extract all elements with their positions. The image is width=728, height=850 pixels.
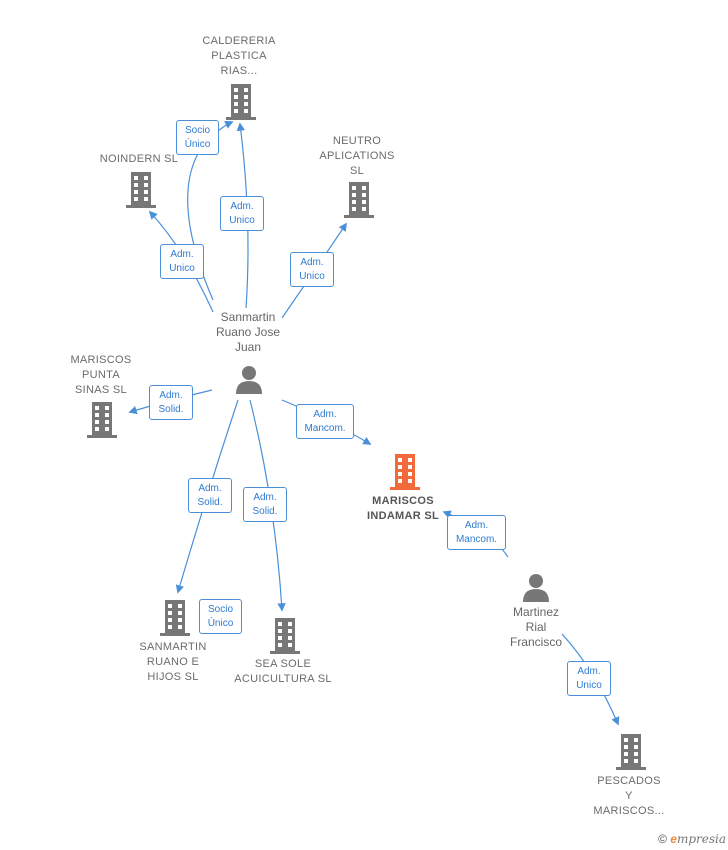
node-label-pescados[interactable]: PESCADOS Y MARISCOS... (593, 775, 665, 817)
edge-tag-adm-indamar-sanmartin: Adm. Mancom. (296, 404, 354, 439)
node-label-noindern[interactable]: NOINDERN SL (99, 153, 179, 165)
brand-initial: e (670, 832, 677, 846)
edge-tag-adm-neutro: Adm. Unico (290, 252, 334, 287)
building-icon-neutro[interactable] (344, 182, 374, 218)
edge-tag-adm-pescados: Adm. Unico (567, 661, 611, 696)
node-label-neutro[interactable]: NEUTRO APLICATIONS SL (319, 135, 395, 177)
node-label-puntasinas[interactable]: MARISCOS PUNTA SINAS SL (70, 354, 132, 396)
person-label-sanmartin[interactable]: Sanmartin Ruano Jose Juan (215, 310, 281, 354)
edge-tag-adm-noindern: Adm. Unico (160, 244, 204, 279)
node-label-caldereria[interactable]: CALDERERIA PLASTICA RIAS... (202, 35, 276, 77)
brand-name: mpresia (676, 832, 726, 846)
person-icon-sanmartin[interactable] (234, 364, 264, 394)
building-icon-caldereria[interactable] (226, 84, 256, 120)
person-label-martinez[interactable]: Martinez Rial Francisco (509, 605, 562, 649)
footer-brand[interactable]: © empresia (658, 832, 726, 846)
edge-tag-adm-caldereria: Adm. Unico (220, 196, 264, 231)
building-icon-indamar[interactable] (390, 454, 420, 490)
building-icon-pescados[interactable] (616, 734, 646, 770)
node-label-sanmartin-hijos[interactable]: SANMARTIN RUANO E HIJOS SL (139, 641, 207, 683)
edge-tag-adm-puntasinas: Adm. Solid. (149, 385, 193, 420)
building-icon-puntasinas[interactable] (87, 402, 117, 438)
edge-tag-adm-seasole: Adm. Solid. (243, 487, 287, 522)
node-label-indamar[interactable]: MARISCOS INDAMAR SL (366, 495, 440, 522)
edge-tag-adm-indamar-martinez: Adm. Mancom. (447, 515, 506, 550)
building-icon-sanmartin-hijos[interactable] (160, 600, 190, 636)
person-icon-martinez[interactable] (521, 572, 551, 602)
edge-tag-socio-caldereria: Socio Único (176, 120, 219, 155)
node-label-seasole[interactable]: SEA SOLE ACUICULTURA SL (234, 658, 332, 685)
edge-tag-adm-hijos: Adm. Solid. (188, 478, 232, 513)
edge-tag-socio-hijos: Socio Único (199, 599, 242, 634)
building-icon-seasole[interactable] (270, 618, 300, 654)
building-icon-noindern[interactable] (126, 172, 156, 208)
copyright-symbol: © (658, 832, 667, 846)
